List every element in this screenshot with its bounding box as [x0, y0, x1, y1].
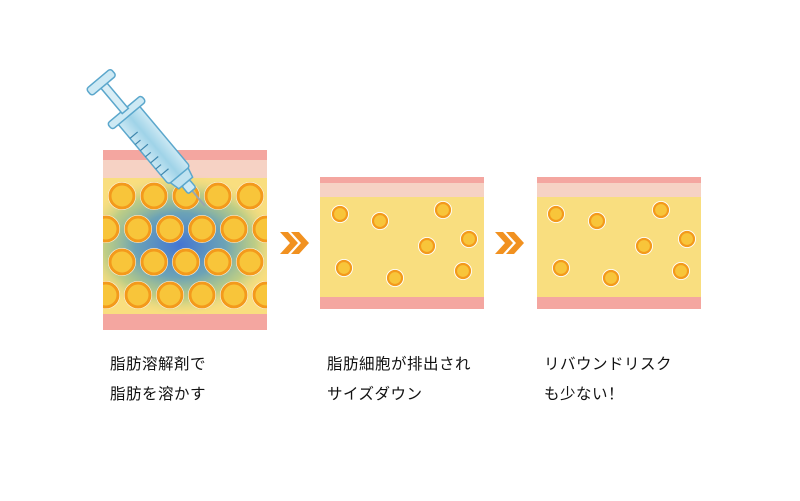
- step-3-caption: リバウンドリスク も少ない！: [544, 349, 672, 409]
- step-3-caption-line-1: リバウンドリスク: [544, 355, 673, 373]
- fat-cell: [156, 281, 184, 309]
- fat-cell: [124, 215, 152, 243]
- fat-cell-small: [460, 230, 478, 248]
- fat-cell-small: [552, 259, 570, 277]
- fat-cell: [188, 215, 216, 243]
- skin-top-layer: [320, 177, 484, 183]
- fat-cell-small: [434, 201, 452, 219]
- fat-cell-small: [418, 237, 436, 255]
- fat-cell-small: [386, 269, 404, 287]
- fat-cell: [103, 281, 120, 309]
- fat-cell-small: [678, 230, 696, 248]
- panel-stable: [537, 177, 701, 309]
- step-1-caption: 脂肪溶解剤で 脂肪を溶かす: [110, 349, 206, 409]
- skin-mid-layer: [320, 183, 484, 197]
- fat-cell-small: [635, 237, 653, 255]
- double-chevron-right-icon: [495, 232, 524, 254]
- fat-cell: [188, 281, 216, 309]
- fat-cell-small: [652, 201, 670, 219]
- fat-cell-small: [547, 205, 565, 223]
- dissolve-glow: [103, 173, 267, 317]
- fat-cell-small: [672, 262, 690, 280]
- fat-cell: [140, 248, 168, 276]
- step-2-caption-line-1: 脂肪細胞が排出され: [327, 355, 472, 373]
- fat-cell-small: [335, 259, 353, 277]
- fat-cell: [252, 215, 267, 243]
- fat-cell: [220, 281, 248, 309]
- fat-cell: [204, 248, 232, 276]
- step-1-caption-line-2: 脂肪を溶かす: [110, 385, 207, 403]
- fat-cell: [252, 281, 267, 309]
- panel-dissolving: [103, 150, 267, 330]
- skin-top-layer: [537, 177, 701, 183]
- fat-cell: [124, 281, 152, 309]
- fat-cell: [204, 182, 232, 210]
- fat-cell-small: [331, 205, 349, 223]
- panel-reduced: [320, 177, 484, 309]
- skin-mid-layer: [537, 183, 701, 197]
- fat-cell: [156, 215, 184, 243]
- fat-cell-small: [371, 212, 389, 230]
- fat-cell-small: [588, 212, 606, 230]
- fat-cell: [172, 248, 200, 276]
- fat-cell: [108, 248, 136, 276]
- step-3-caption-line-2: も少ない！: [544, 385, 625, 403]
- step-2-caption: 脂肪細胞が排出され サイズダウン: [327, 349, 471, 409]
- fat-cell: [236, 248, 264, 276]
- fat-cell: [108, 182, 136, 210]
- step-1-caption-line-1: 脂肪溶解剤で: [110, 355, 207, 373]
- fat-cell-small: [602, 269, 620, 287]
- skin-top-layer: [103, 150, 267, 160]
- skin-bottom-layer: [537, 297, 701, 309]
- step-2-caption-line-2: サイズダウン: [327, 385, 423, 403]
- fat-cell: [140, 182, 168, 210]
- syringe-icon: [86, 69, 206, 207]
- skin-bottom-layer: [103, 314, 267, 330]
- fat-cell: [220, 215, 248, 243]
- fat-cell: [236, 182, 264, 210]
- fat-cell: [103, 215, 120, 243]
- fat-cell-small: [454, 262, 472, 280]
- double-chevron-right-icon: [280, 232, 309, 254]
- skin-bottom-layer: [320, 297, 484, 309]
